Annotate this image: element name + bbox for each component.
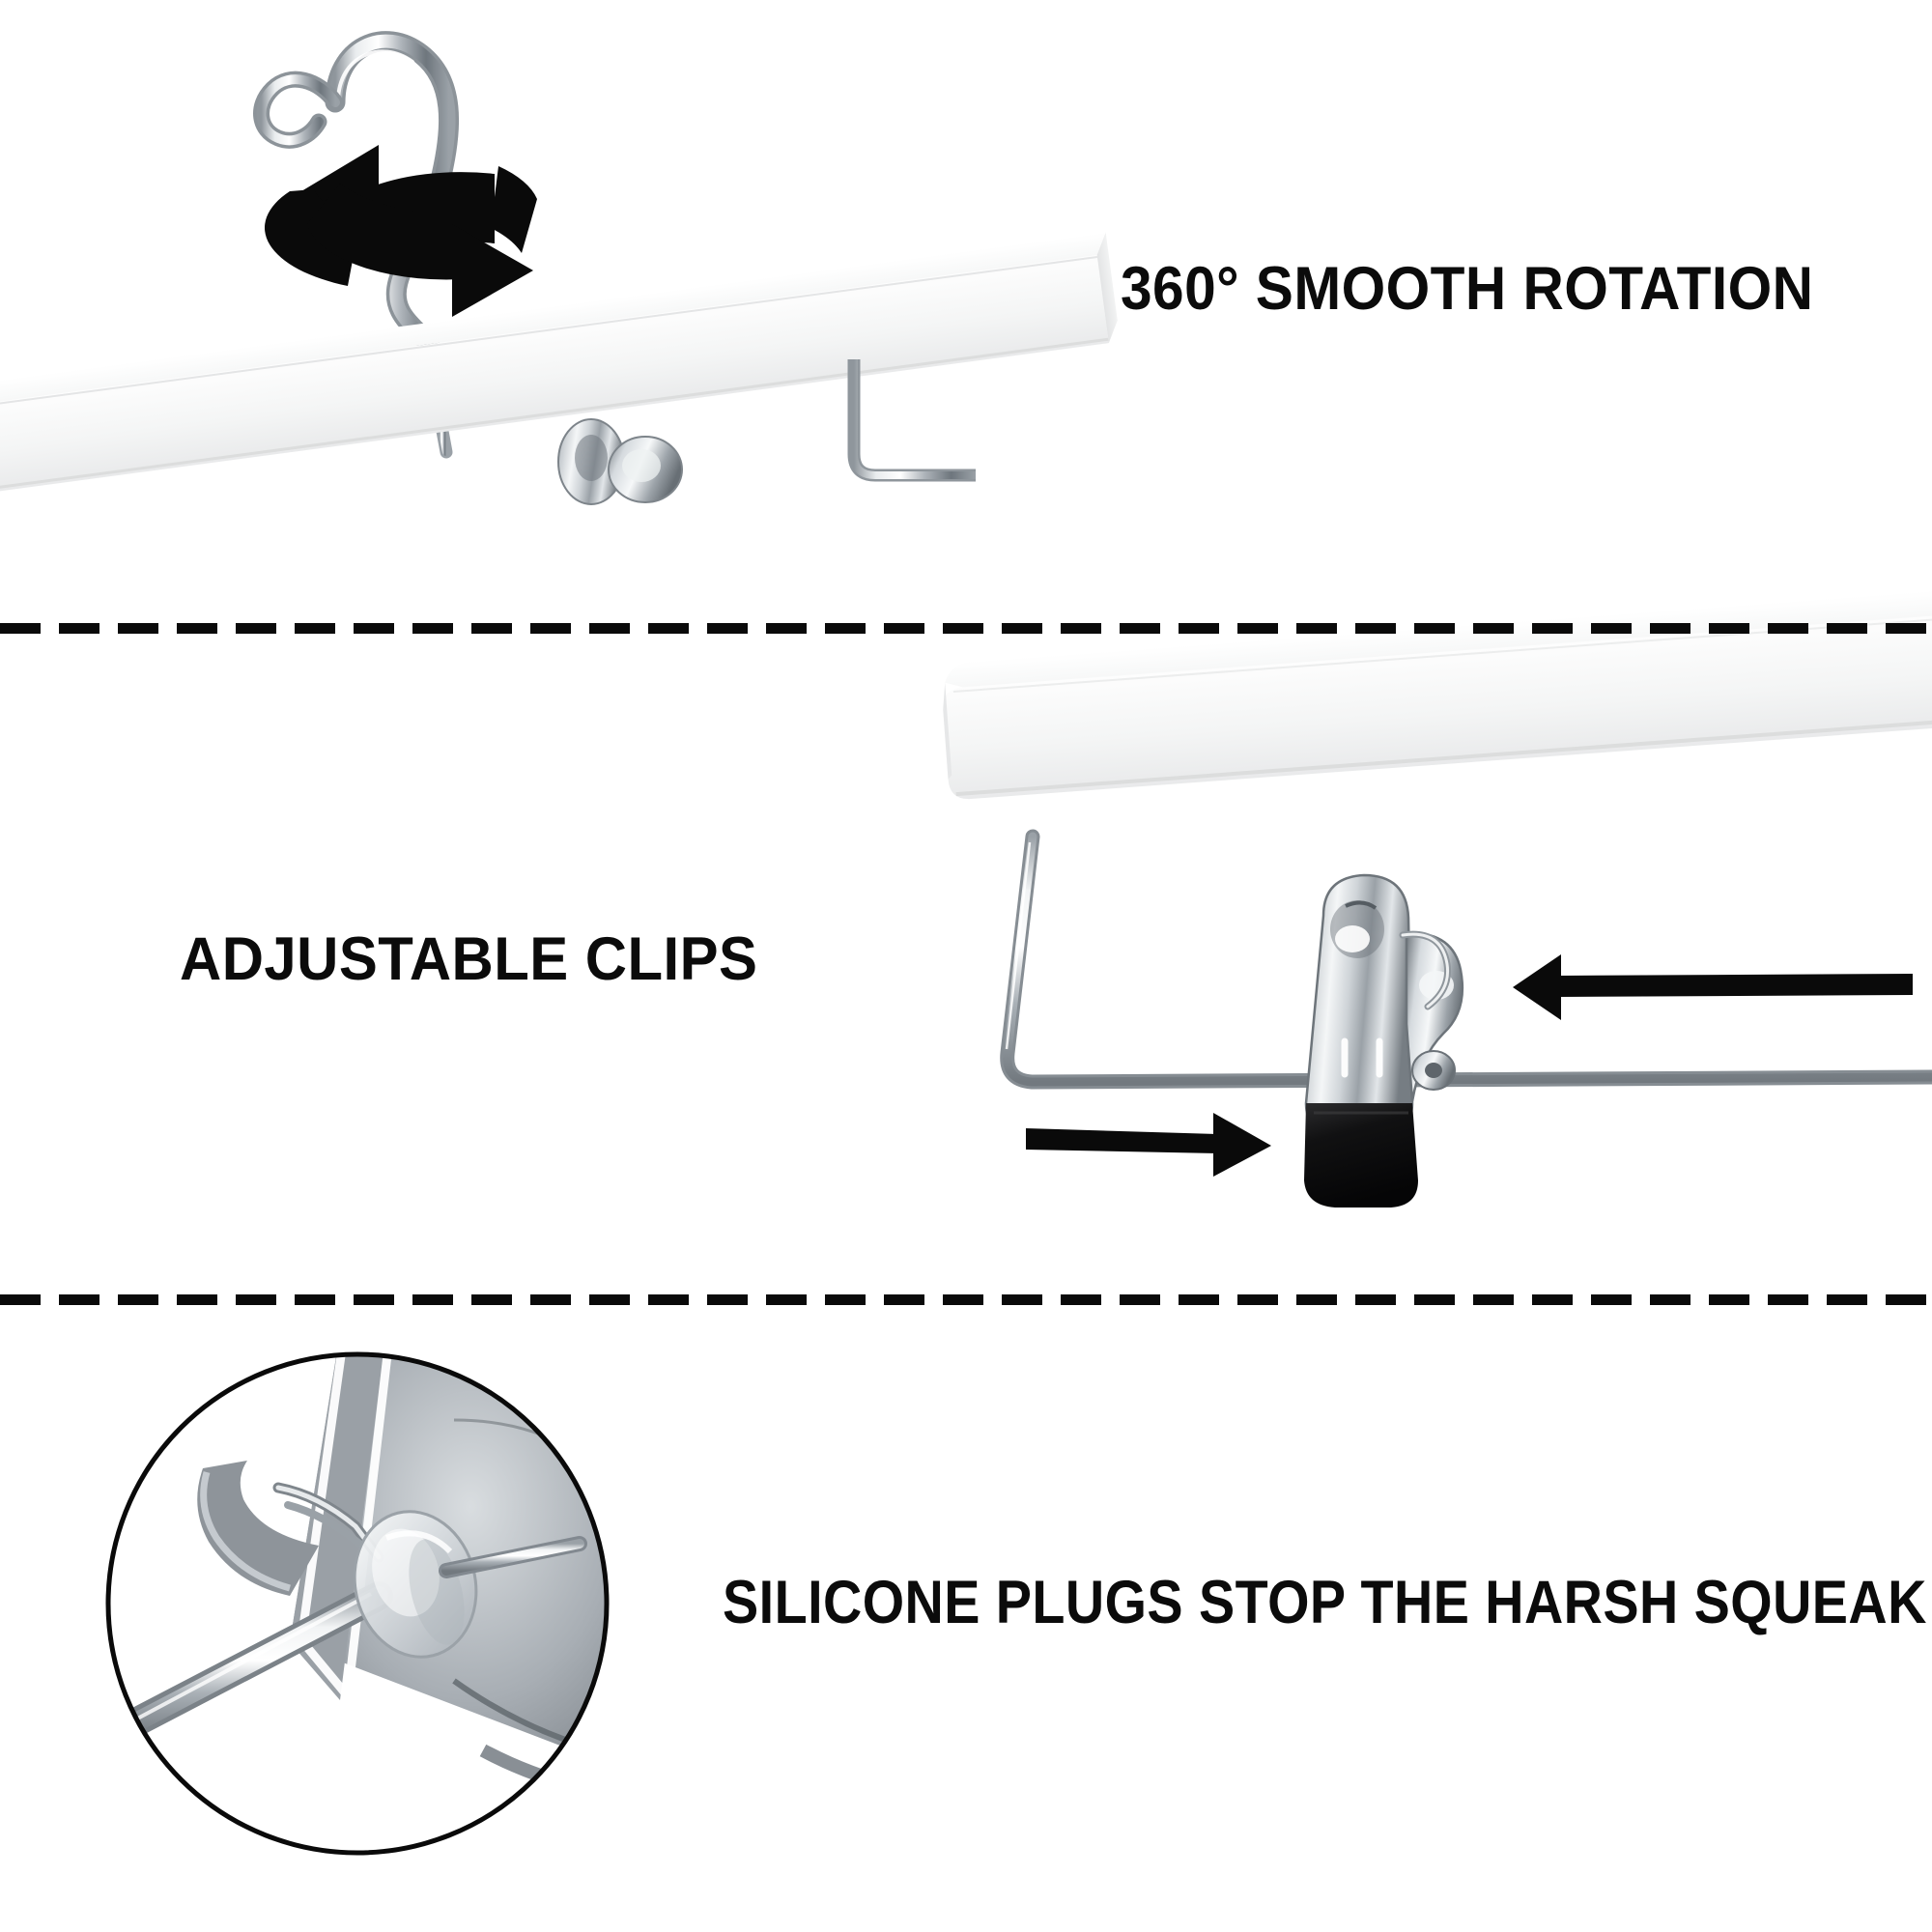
arrow-right-icon bbox=[1026, 1113, 1271, 1177]
clips-illustration bbox=[943, 580, 1932, 1208]
silicone-illustration bbox=[105, 1351, 610, 1856]
feature-label-clips: ADJUSTABLE CLIPS bbox=[180, 925, 758, 993]
rotation-illustration bbox=[0, 31, 1118, 522]
feature-label-silicone: SILICONE PLUGS STOP THE HARSH SQUEAK bbox=[723, 1569, 1927, 1636]
adjustable-clip-icon bbox=[1304, 873, 1464, 1208]
section-divider-1 bbox=[0, 623, 1932, 634]
hanger-top-bar bbox=[0, 232, 1118, 522]
magnified-detail-content bbox=[108, 1354, 607, 1853]
clip-rail-rod bbox=[1000, 829, 1932, 1090]
magnifier-circle-icon bbox=[105, 1351, 610, 1856]
rotation-arrow-icon bbox=[265, 145, 537, 317]
arrow-left-icon bbox=[1513, 954, 1913, 1020]
hanger-bottom-bar bbox=[943, 580, 1932, 800]
section-divider-2 bbox=[0, 1294, 1932, 1305]
feature-label-rotation: 360° SMOOTH ROTATION bbox=[1121, 255, 1814, 323]
top-bar-clip-icon bbox=[557, 418, 683, 505]
top-bar-wire bbox=[847, 359, 976, 482]
silicone-plug-icon bbox=[353, 1510, 478, 1659]
swivel-hook-icon bbox=[253, 31, 460, 459]
